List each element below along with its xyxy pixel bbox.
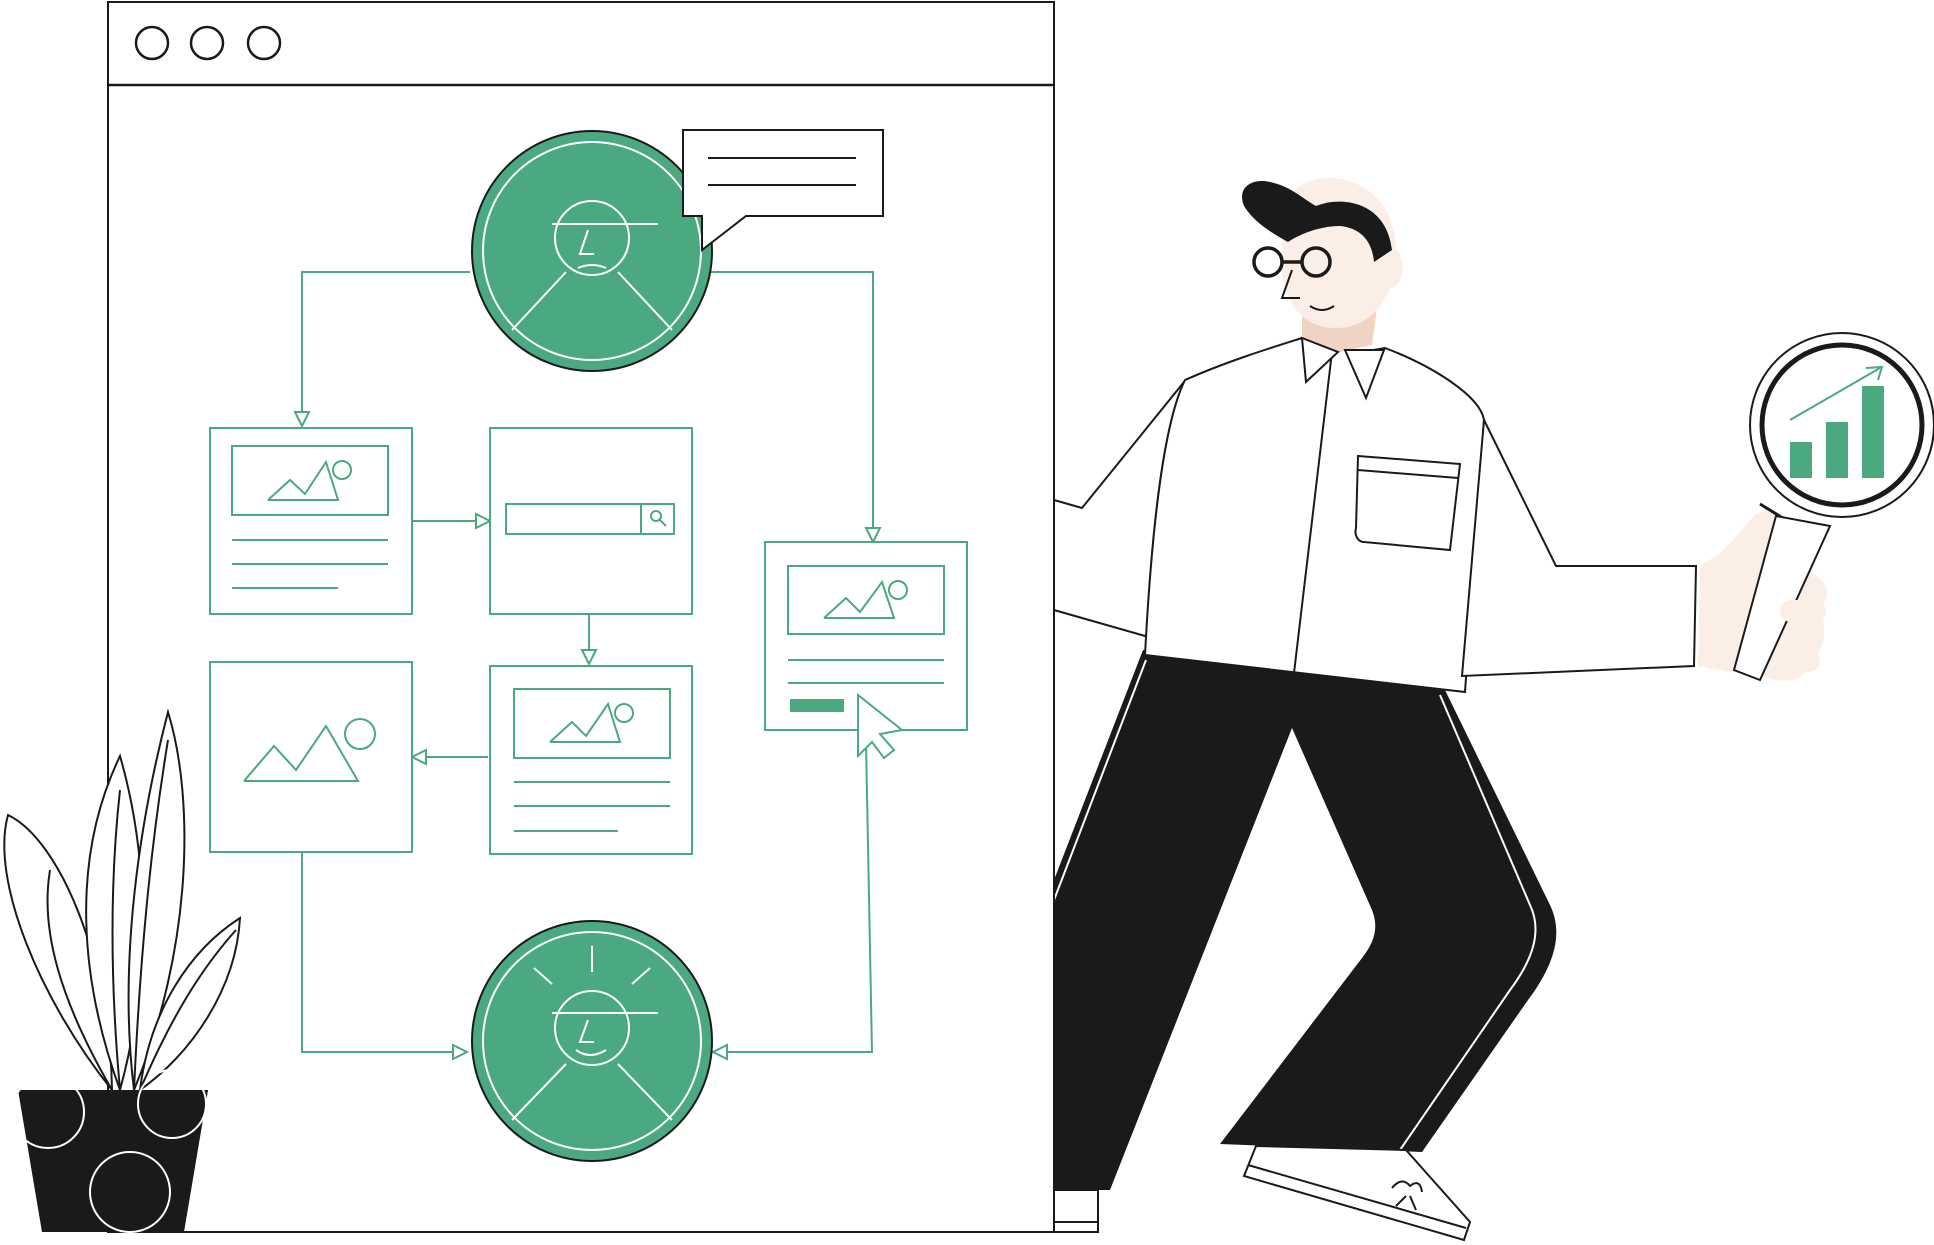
leaf-icon	[3, 708, 242, 1094]
image-card-icon	[513, 688, 671, 759]
arrow-head-icon	[710, 1043, 728, 1061]
connector-line	[301, 271, 470, 412]
ear	[1380, 246, 1403, 289]
shoe-icon	[1053, 1144, 1472, 1242]
image-card-node[interactable]	[209, 427, 413, 615]
result-card-icon	[787, 565, 945, 635]
avatar-outer-circle	[471, 130, 713, 372]
hair	[1242, 181, 1392, 262]
shirt	[1143, 336, 1486, 694]
search-bar-icon	[505, 503, 675, 535]
right-arm	[1460, 416, 1698, 678]
user-avatar-node[interactable]	[471, 130, 713, 372]
pants-stripe	[1399, 694, 1537, 1151]
image-card-icon	[231, 445, 389, 516]
idea-avatar-node[interactable]	[471, 920, 713, 1162]
pot-icon	[11, 1069, 208, 1233]
arrow-head-icon	[409, 748, 427, 766]
pocket-icon	[1354, 454, 1462, 552]
action-button-icon	[790, 699, 844, 712]
arrow-head-icon	[452, 1043, 470, 1061]
card-frame	[764, 541, 968, 731]
arrow-head-icon	[293, 411, 311, 429]
connector-line	[710, 271, 874, 528]
image-placeholder-icon	[243, 718, 376, 782]
nose	[1280, 269, 1300, 299]
magnifying-glass-icon[interactable]	[1732, 332, 1934, 682]
search-icon	[650, 510, 662, 522]
image-placeholder-node[interactable]	[209, 661, 413, 853]
card-frame	[209, 661, 413, 853]
flow-connectors	[293, 271, 882, 1061]
trend-arrow-icon	[1789, 365, 1884, 421]
cursor-icon	[857, 692, 905, 760]
collar	[1300, 336, 1386, 401]
arrow-head-icon	[580, 649, 598, 667]
glasses-icon	[1252, 246, 1332, 278]
avatar-inner-ring	[482, 931, 702, 1151]
card-frame	[489, 665, 693, 855]
window-dot-icon[interactable]	[134, 25, 170, 61]
pants	[1054, 650, 1557, 1190]
image-card-node[interactable]	[489, 665, 693, 855]
shirt-placket	[1293, 351, 1333, 674]
potted-plant	[3, 708, 242, 1233]
arrow-head-icon	[864, 527, 882, 545]
character-figure	[1053, 178, 1934, 1242]
user-avatar-icon	[511, 200, 673, 331]
pants-stripe	[1053, 659, 1147, 901]
growth-chart-icon	[1790, 386, 1884, 478]
speech-bubble-icon	[682, 129, 884, 253]
connector-line	[301, 852, 453, 1053]
window-dot-icon[interactable]	[189, 25, 225, 61]
connector-line	[727, 741, 874, 1053]
card-frame	[209, 427, 413, 615]
search-card-node[interactable]	[489, 427, 693, 615]
arrow-head-icon	[475, 512, 493, 530]
window-dot-icon[interactable]	[246, 25, 282, 61]
smile	[1309, 305, 1335, 311]
idea-avatar-icon	[511, 946, 673, 1121]
result-card-node[interactable]	[764, 541, 968, 760]
